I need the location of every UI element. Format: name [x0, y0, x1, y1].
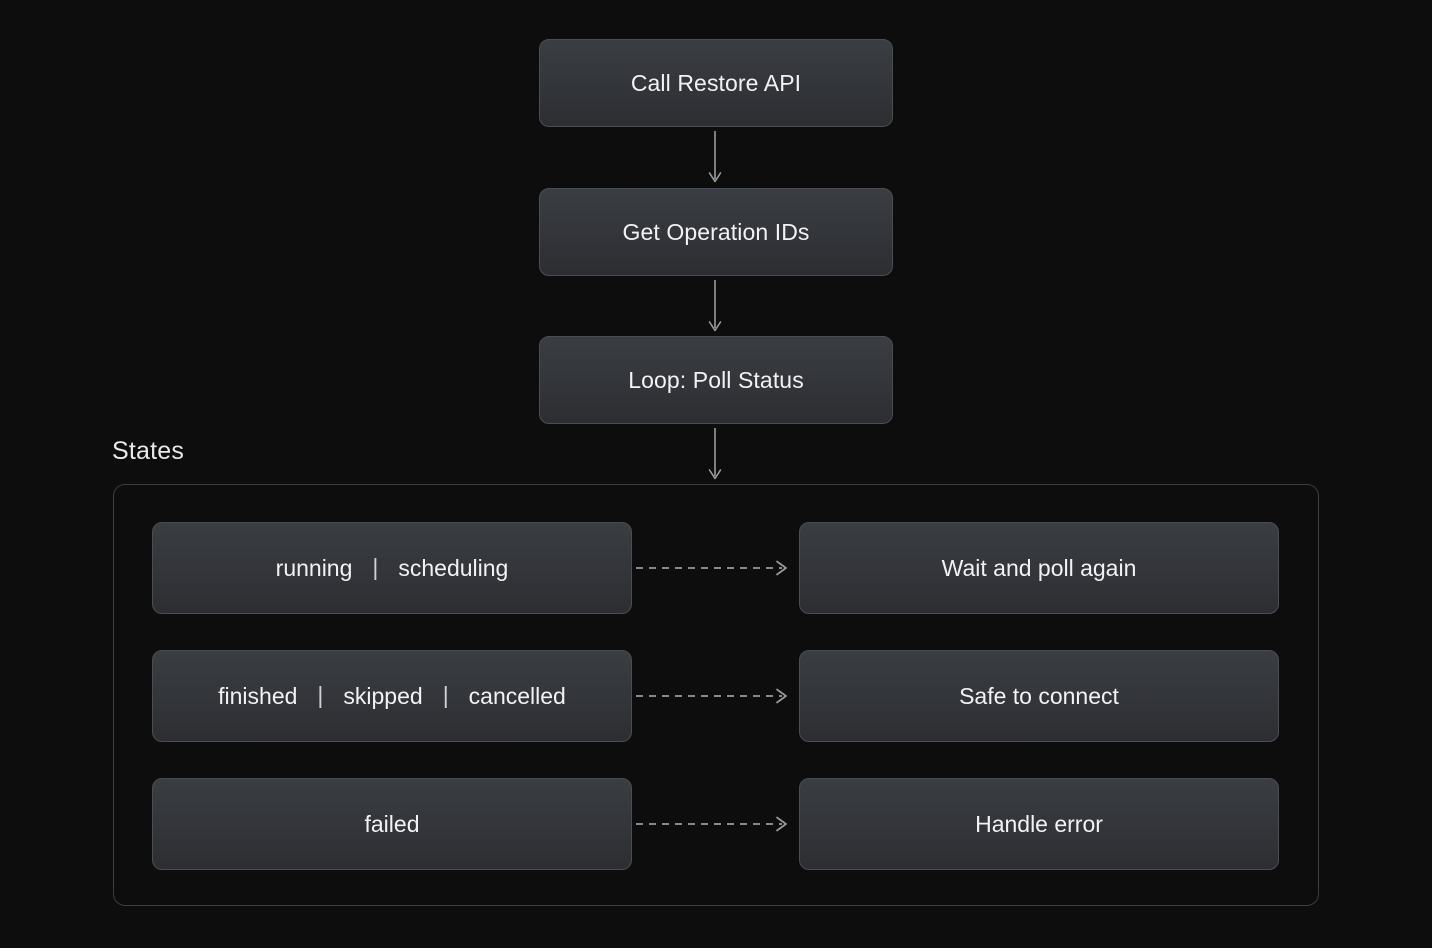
arrow-down-icon: [708, 131, 722, 183]
states-group-title: States: [112, 437, 185, 465]
state-separator: |: [317, 681, 324, 708]
flow-node-label: Loop: Poll Status: [628, 366, 804, 393]
arrow-right-dashed-icon: [636, 688, 787, 704]
state-separator: |: [442, 681, 449, 708]
state-label: running: [275, 554, 353, 581]
action-label: Safe to connect: [959, 682, 1119, 709]
state-separator: |: [372, 553, 379, 580]
flow-arrow-call-to-getops: [707, 131, 723, 187]
state-label: scheduling: [398, 554, 509, 581]
action-box-safe-to-connect[interactable]: Safe to connect: [799, 650, 1279, 742]
flow-node-label: Get Operation IDs: [622, 218, 810, 245]
arrow-down-icon: [708, 280, 722, 332]
action-box-wait-and-poll-again[interactable]: Wait and poll again: [799, 522, 1279, 614]
flow-arrow-getops-to-loop: [707, 280, 723, 336]
state-arrow-running-scheduling: [636, 556, 796, 580]
action-box-handle-error[interactable]: Handle error: [799, 778, 1279, 870]
action-label: Handle error: [975, 810, 1103, 837]
state-arrow-finished-skipped-cancelled: [636, 684, 796, 708]
flow-arrow-loop-to-states: [707, 428, 723, 484]
state-label: failed: [364, 810, 420, 837]
arrow-right-dashed-icon: [636, 560, 787, 576]
action-label: Wait and poll again: [941, 554, 1137, 581]
arrow-right-dashed-icon: [636, 816, 787, 832]
state-box-finished-skipped-cancelled[interactable]: finished | skipped | cancelled: [152, 650, 632, 742]
state-label: skipped: [343, 682, 423, 709]
flow-node-get-operation-ids[interactable]: Get Operation IDs: [539, 188, 893, 276]
flow-node-call-restore-api[interactable]: Call Restore API: [539, 39, 893, 127]
arrow-down-icon: [708, 428, 722, 480]
state-arrow-failed: [636, 812, 796, 836]
state-label: cancelled: [468, 682, 566, 709]
state-label: finished: [218, 682, 298, 709]
state-box-failed[interactable]: failed: [152, 778, 632, 870]
state-box-running-scheduling[interactable]: running | scheduling: [152, 522, 632, 614]
flow-node-label: Call Restore API: [630, 69, 802, 96]
states-group-container: [113, 484, 1319, 906]
flow-node-loop-poll-status[interactable]: Loop: Poll Status: [539, 336, 893, 424]
